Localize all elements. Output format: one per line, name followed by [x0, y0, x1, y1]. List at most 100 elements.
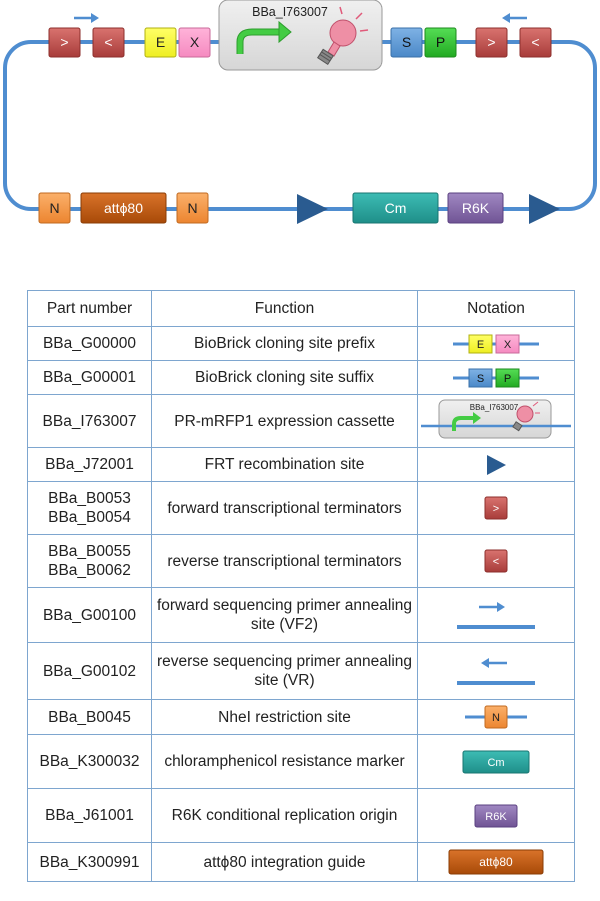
- table-row: BBa_K300032 chloramphenicol resistance m…: [27, 734, 575, 789]
- table-row: BBa_G00000 BioBrick cloning site prefix …: [27, 326, 575, 361]
- plasmid-map: > < E X BBa_I763007: [3, 0, 597, 224]
- reverse-primer-arrow-icon: [502, 13, 527, 23]
- forward-primer-arrow-icon: [74, 13, 99, 23]
- table-header-row: Part number Function Notation: [27, 290, 575, 327]
- prefix-notation-icon: E X: [453, 334, 539, 353]
- frt-triangle-icon: [487, 454, 506, 475]
- notation-cell: >: [417, 481, 575, 535]
- function-cell: NheI restriction site: [151, 699, 418, 735]
- suffix-p-part: P: [424, 27, 457, 58]
- svg-text:>: >: [493, 503, 499, 515]
- table-row: BBa_G00001 BioBrick cloning site suffix …: [27, 360, 575, 395]
- prefix-x-part: X: [178, 27, 211, 58]
- svg-text:attϕ80: attϕ80: [479, 855, 513, 869]
- header-notation: Notation: [417, 290, 575, 327]
- nhe-label: N: [49, 200, 59, 216]
- table-row: BBa_B0055 BBa_B0062 reverse transcriptio…: [27, 534, 575, 588]
- notation-cell: [417, 447, 575, 482]
- notation-cell: E X: [417, 326, 575, 361]
- part-number-cell: BBa_G00000: [27, 326, 152, 361]
- cassette-notation-icon: BBa_I763007: [421, 399, 571, 439]
- reverse-primer-notation-icon: [457, 658, 535, 685]
- notation-cell: [417, 587, 575, 643]
- forward-primer-notation-icon: [457, 602, 535, 629]
- att-label: attϕ80: [104, 200, 143, 216]
- prefix-e-part: E: [144, 27, 177, 58]
- function-cell: R6K conditional replication origin: [151, 788, 418, 843]
- notation-cell: attϕ80: [417, 842, 575, 882]
- nhe-notation-icon: N: [465, 705, 527, 729]
- cm-label: Cm: [385, 200, 407, 216]
- part-number-cell: BBa_G00102: [27, 642, 152, 700]
- part-number-cell: BBa_G00100: [27, 587, 152, 643]
- table-row: BBa_B0053 BBa_B0054 forward transcriptio…: [27, 481, 575, 535]
- part-number-cell: BBa_I763007: [27, 394, 152, 448]
- svg-text:S: S: [477, 373, 484, 385]
- terminator-fwd-icon: >: [484, 496, 508, 520]
- table-row: BBa_G00100 forward sequencing primer ann…: [27, 587, 575, 643]
- prefix-e-label: E: [156, 34, 165, 50]
- frt-triangle-icon: [297, 194, 328, 224]
- svg-text:E: E: [477, 339, 484, 351]
- function-cell: PR-mRFP1 expression cassette: [151, 394, 418, 448]
- terminator-rev-part-2: <: [519, 27, 552, 58]
- part-number-cell: BBa_K300032: [27, 734, 152, 789]
- parts-table: Part number Function Notation BBa_G00000…: [27, 290, 575, 882]
- svg-text:Cm: Cm: [487, 757, 504, 769]
- terminator-rev-part-1: <: [92, 27, 125, 58]
- terminator-fwd-part-1: >: [48, 27, 81, 58]
- terminator-fwd-label: >: [487, 34, 495, 50]
- part-number-cell: BBa_J61001: [27, 788, 152, 843]
- table-row: BBa_G00102 reverse sequencing primer ann…: [27, 642, 575, 700]
- part-number-cell: BBa_J72001: [27, 447, 152, 482]
- nhe-label: N: [187, 200, 197, 216]
- part-number-cell: BBa_G00001: [27, 360, 152, 395]
- r6k-origin-part: R6K: [447, 192, 504, 224]
- part-number-cell: BBa_B0053 BBa_B0054: [27, 481, 152, 535]
- notation-cell: <: [417, 534, 575, 588]
- frt-triangle-icon: [529, 194, 560, 224]
- terminator-rev-label: <: [104, 34, 112, 50]
- table-row: BBa_K300991 attϕ80 integration guide att…: [27, 842, 575, 882]
- expression-cassette: BBa_I763007: [218, 0, 383, 71]
- function-cell: forward sequencing primer annealing site…: [151, 587, 418, 643]
- prefix-x-label: X: [190, 34, 200, 50]
- function-cell: forward transcriptional terminators: [151, 481, 418, 535]
- r6k-notation-icon: R6K: [474, 804, 518, 827]
- table-row: BBa_I763007 PR-mRFP1 expression cassette…: [27, 394, 575, 448]
- function-cell: reverse sequencing primer annealing site…: [151, 642, 418, 700]
- nhe-site-part-2: N: [176, 192, 209, 224]
- function-cell: reverse transcriptional terminators: [151, 534, 418, 588]
- notation-cell: S P: [417, 360, 575, 395]
- notation-cell: BBa_I763007: [417, 394, 575, 448]
- function-cell: BioBrick cloning site prefix: [151, 326, 418, 361]
- r6k-label: R6K: [462, 200, 490, 216]
- svg-text:BBa_I763007: BBa_I763007: [470, 403, 519, 412]
- cassette-label: BBa_I763007: [252, 5, 328, 19]
- terminator-fwd-part-2: >: [475, 27, 508, 58]
- promoter-arrow-icon: [236, 20, 292, 54]
- nhe-site-part-1: N: [38, 192, 71, 224]
- svg-text:N: N: [492, 712, 500, 724]
- part-number-cell: BBa_B0055 BBa_B0062: [27, 534, 152, 588]
- function-cell: FRT recombination site: [151, 447, 418, 482]
- att-integration-part: attϕ80: [80, 192, 167, 224]
- header-function: Function: [151, 290, 418, 327]
- svg-text:P: P: [504, 373, 511, 385]
- suffix-p-label: P: [436, 34, 445, 50]
- suffix-s-part: S: [390, 27, 423, 58]
- notation-cell: N: [417, 699, 575, 735]
- svg-text:X: X: [504, 339, 512, 351]
- header-part-number: Part number: [27, 290, 152, 327]
- suffix-s-label: S: [402, 34, 411, 50]
- function-cell: BioBrick cloning site suffix: [151, 360, 418, 395]
- terminator-fwd-label: >: [60, 34, 68, 50]
- light-bulb-icon: [317, 6, 369, 65]
- part-number-cell: BBa_B0045: [27, 699, 152, 735]
- svg-text:R6K: R6K: [485, 811, 507, 823]
- att-notation-icon: attϕ80: [448, 849, 544, 875]
- svg-text:<: <: [493, 556, 499, 568]
- notation-cell: [417, 642, 575, 700]
- terminator-rev-label: <: [531, 34, 539, 50]
- notation-cell: R6K: [417, 788, 575, 843]
